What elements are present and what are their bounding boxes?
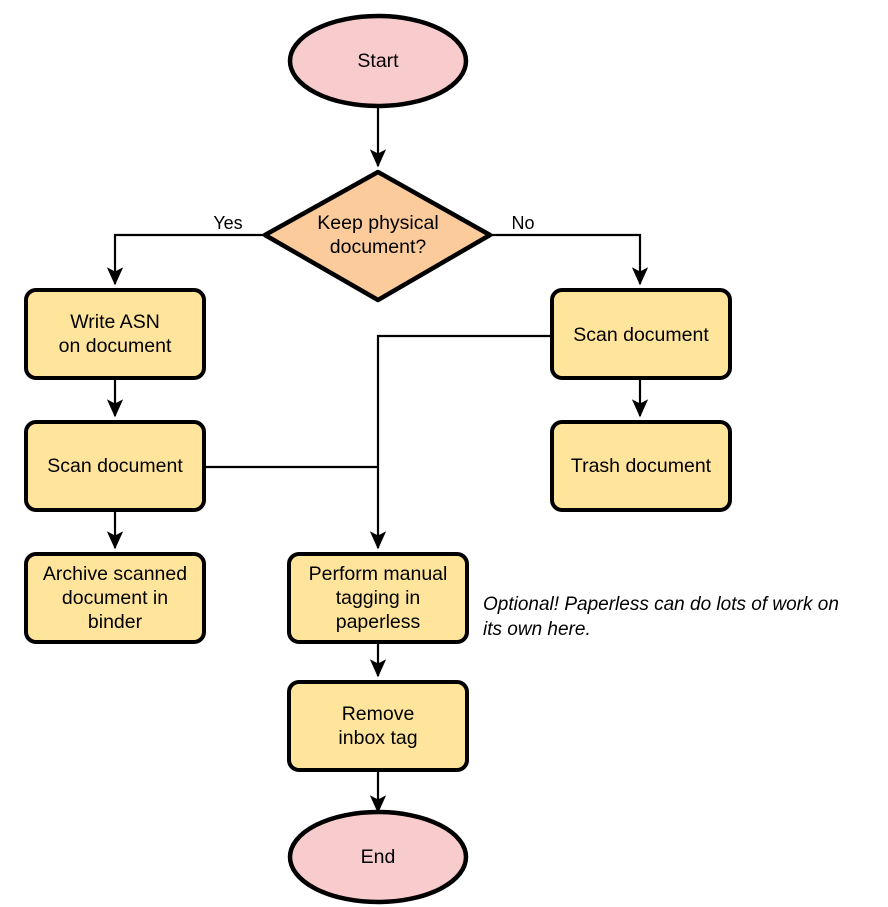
trash-document-box — [550, 420, 732, 512]
trash-document-label: Trash document — [571, 455, 712, 477]
end-label: End — [361, 846, 396, 868]
scan-document-left-box — [24, 420, 206, 512]
node-keep-physical-document-decision[interactable]: Keep physical document? — [262, 169, 493, 303]
decision-label-line-1: Keep physical — [317, 212, 438, 234]
remove-inbox-tag-box — [287, 680, 469, 772]
edge-decision-no-to-scan-right — [490, 233, 649, 286]
end-ellipse — [287, 809, 469, 905]
write-asn-label-line-2: on document — [59, 335, 172, 357]
tagging-box — [287, 552, 469, 644]
write-asn-box — [24, 288, 206, 380]
scan-document-right-label: Scan document — [573, 324, 709, 346]
tagging-label-line-1: Perform manual — [309, 563, 448, 585]
edge-decision-yes-to-write-asn — [106, 233, 265, 286]
decision-label-line-2: document? — [330, 236, 427, 258]
node-archive-scanned-document[interactable]: Archive scanned document in binder — [24, 552, 206, 644]
remove-inbox-tag-label-line-2: inbox tag — [338, 727, 417, 749]
edge-scan-right-to-tagging — [369, 334, 552, 550]
edge-label-no: No — [511, 213, 534, 233]
write-asn-label-line-1: Write ASN — [70, 311, 160, 333]
archive-label-line-3: binder — [88, 611, 143, 633]
tagging-label-line-2: tagging in — [336, 587, 421, 609]
scan-document-left-label: Scan document — [47, 455, 183, 477]
archive-box — [24, 552, 206, 644]
decision-diamond — [262, 169, 493, 303]
archive-label-line-2: document in — [62, 587, 168, 609]
start-label: Start — [357, 50, 399, 72]
node-perform-manual-tagging[interactable]: Perform manual tagging in paperless — [287, 552, 469, 644]
tagging-label-line-3: paperless — [336, 611, 421, 633]
edge-label-yes: Yes — [213, 213, 242, 233]
node-trash-document[interactable]: Trash document — [550, 420, 732, 512]
node-scan-document-right[interactable]: Scan document — [550, 288, 732, 380]
node-scan-document-left[interactable]: Scan document — [24, 420, 206, 512]
node-end[interactable]: End — [287, 809, 469, 905]
optional-note: Optional! Paperless can do lots of work … — [483, 594, 839, 640]
node-start[interactable]: Start — [287, 13, 469, 109]
optional-note-line-2: its own here. — [483, 619, 591, 640]
edges-layer — [106, 104, 649, 814]
node-write-asn[interactable]: Write ASN on document — [24, 288, 206, 380]
scan-document-right-box — [550, 288, 732, 380]
start-ellipse — [287, 13, 469, 109]
node-remove-inbox-tag[interactable]: Remove inbox tag — [287, 680, 469, 772]
optional-note-line-1: Optional! Paperless can do lots of work … — [483, 594, 839, 615]
remove-inbox-tag-label-line-1: Remove — [342, 703, 415, 725]
archive-label-line-1: Archive scanned — [43, 563, 187, 585]
